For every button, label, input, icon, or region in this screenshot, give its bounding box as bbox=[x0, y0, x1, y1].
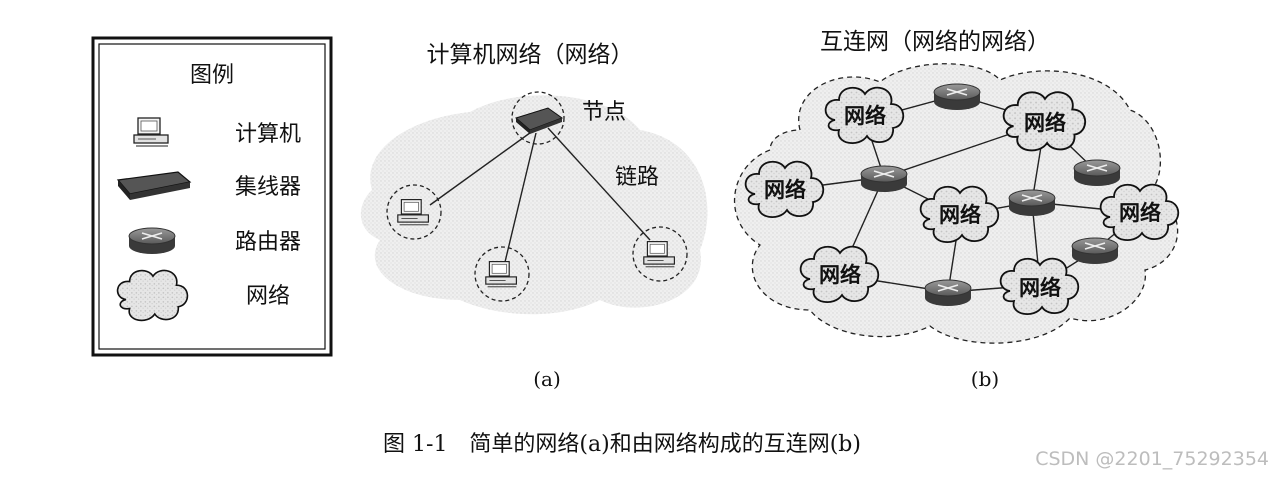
network-area-a bbox=[360, 95, 708, 315]
computer-a1 bbox=[386, 184, 442, 240]
svg-text:网络: 网络 bbox=[1119, 201, 1161, 225]
diagram-a-title: 计算机网络（网络） bbox=[427, 42, 634, 68]
legend-label-hub: 集线器 bbox=[235, 175, 301, 200]
svg-text:网络: 网络 bbox=[1019, 276, 1061, 300]
svg-text:网络: 网络 bbox=[939, 203, 981, 227]
diagram-b: 互连网（网络的网络） bbox=[733, 29, 1180, 391]
router-b2 bbox=[860, 165, 908, 193]
network-cloud-3: 网络 bbox=[744, 160, 825, 219]
legend-label-router: 路由器 bbox=[235, 230, 301, 255]
network-cloud-6: 网络 bbox=[799, 245, 880, 304]
router-b1 bbox=[933, 83, 981, 111]
figure-caption: 图 1-1 简单的网络(a)和由网络构成的互连网(b) bbox=[383, 432, 861, 457]
diagram-b-title: 互连网（网络的网络） bbox=[820, 29, 1050, 55]
svg-text:网络: 网络 bbox=[764, 178, 806, 202]
legend-label-computer: 计算机 bbox=[235, 122, 301, 147]
svg-text:网络: 网络 bbox=[1024, 111, 1066, 135]
hub-icon bbox=[116, 171, 192, 200]
diagram-a: 计算机网络（网络） 节点 链路 (a) bbox=[360, 42, 708, 391]
legend-title: 图例 bbox=[190, 63, 234, 88]
network-cloud-1: 网络 bbox=[824, 86, 905, 145]
computer-a3 bbox=[632, 226, 688, 282]
diagram-b-caption: (b) bbox=[971, 367, 999, 391]
diagram-a-caption: (a) bbox=[533, 367, 561, 391]
router-b4 bbox=[1008, 189, 1056, 217]
legend-label-network: 网络 bbox=[246, 284, 290, 309]
network-cloud-5: 网络 bbox=[1099, 183, 1180, 242]
network-cloud-7: 网络 bbox=[999, 257, 1080, 316]
router-icon bbox=[128, 227, 176, 255]
svg-text:网络: 网络 bbox=[844, 104, 886, 128]
network-cloud-2: 网络 bbox=[1002, 91, 1087, 152]
svg-text:网络: 网络 bbox=[819, 263, 861, 287]
computer-icon bbox=[133, 117, 169, 147]
link-label: 链路 bbox=[615, 165, 659, 190]
node-label: 节点 bbox=[582, 100, 626, 125]
watermark: CSDN @2201_75292354 bbox=[1035, 448, 1269, 470]
router-b6 bbox=[924, 279, 972, 307]
router-b3 bbox=[1073, 159, 1121, 187]
cloud-icon bbox=[116, 269, 189, 322]
network-cloud-4: 网络 bbox=[919, 185, 1000, 244]
router-b5 bbox=[1071, 237, 1119, 265]
computer-a2 bbox=[474, 246, 530, 302]
links-a bbox=[429, 127, 651, 263]
legend-box: 图例 计算机 集线器 路由器 网络 bbox=[91, 36, 333, 357]
node-hub bbox=[511, 91, 565, 145]
